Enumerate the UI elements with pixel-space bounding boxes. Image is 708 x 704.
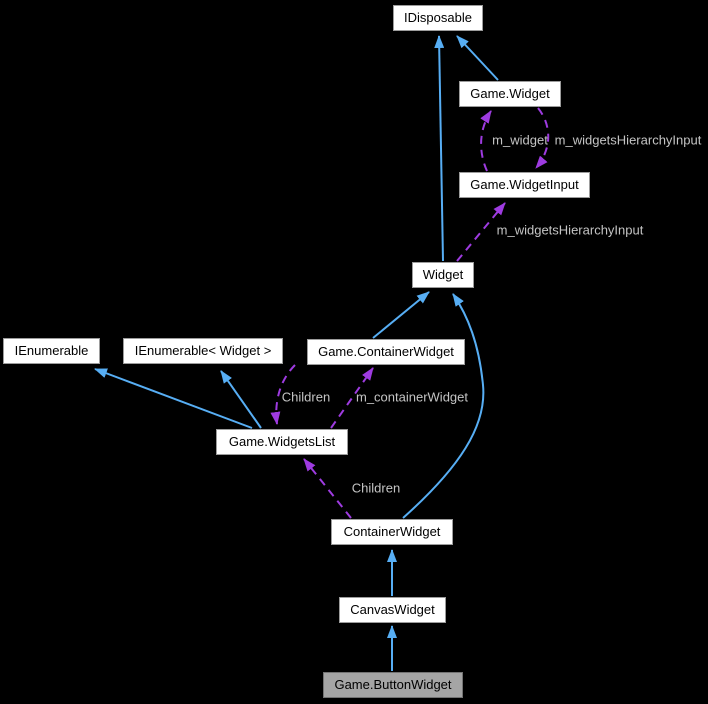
node-label: Game.WidgetsList — [228, 434, 336, 449]
edge-label-children-upper: Children — [281, 389, 331, 405]
node-label: Widget — [422, 267, 464, 282]
node-ienumerable-widget[interactable]: IEnumerable< Widget > — [123, 338, 283, 364]
edge-label-m-widget: m_widget — [492, 132, 548, 148]
edge-containerwidget-to-widgetslist-children — [303, 458, 352, 519]
edge-label-m-widgetshierarchyinput-mid: m_widgetsHierarchyInput — [496, 222, 644, 238]
edge-gamewidget-to-widgetinput-hierarchyinput — [535, 107, 550, 169]
node-label: Game.WidgetInput — [470, 177, 579, 192]
edge-containerwidget-to-widget — [402, 293, 485, 519]
edge-widgetslist-to-ienumerablewidget — [220, 370, 262, 429]
node-game-widgetinput[interactable]: Game.WidgetInput — [459, 172, 590, 198]
node-label: Game.Widget — [470, 86, 550, 101]
node-game-widget[interactable]: Game.Widget — [459, 81, 561, 107]
edge-widgetslist-to-gamecontainerwidget-m-containerwidget — [330, 367, 374, 429]
node-label: Game.ContainerWidget — [318, 344, 454, 359]
edge-label-children-lower: Children — [351, 480, 401, 496]
node-widget[interactable]: Widget — [412, 262, 474, 288]
edge-label-m-containerwidget: m_containerWidget — [356, 389, 468, 405]
node-label: IDisposable — [404, 10, 472, 25]
node-label: ContainerWidget — [343, 524, 441, 539]
node-game-containerwidget[interactable]: Game.ContainerWidget — [307, 339, 465, 365]
edge-widgetslist-to-ienumerable — [94, 368, 253, 429]
node-game-buttonwidget[interactable]: Game.ButtonWidget — [323, 672, 463, 698]
edge-widget-to-idisposable — [434, 35, 445, 262]
edge-gamecontainerwidget-to-widgetslist-children — [270, 364, 296, 425]
node-game-widgetslist[interactable]: Game.WidgetsList — [216, 429, 348, 455]
node-containerwidget[interactable]: ContainerWidget — [331, 519, 453, 545]
node-ienumerable[interactable]: IEnumerable — [3, 338, 100, 364]
node-idisposable[interactable]: IDisposable — [393, 5, 483, 31]
node-label: CanvasWidget — [350, 602, 435, 617]
edge-widgetinput-to-gamewidget-m-widget — [480, 110, 492, 172]
node-label: IEnumerable — [14, 343, 89, 358]
edge-gamecontainerwidget-to-widget — [372, 291, 430, 339]
edge-widget-to-widgetinput-hierarchyinput — [456, 202, 506, 262]
edge-gamewidget-to-idisposable — [456, 35, 499, 81]
edge-label-m-widgetshierarchyinput-top: m_widgetsHierarchyInput — [554, 132, 702, 148]
node-label: Game.ButtonWidget — [334, 677, 452, 692]
node-label: IEnumerable< Widget > — [134, 343, 272, 358]
node-canvaswidget[interactable]: CanvasWidget — [339, 597, 446, 623]
